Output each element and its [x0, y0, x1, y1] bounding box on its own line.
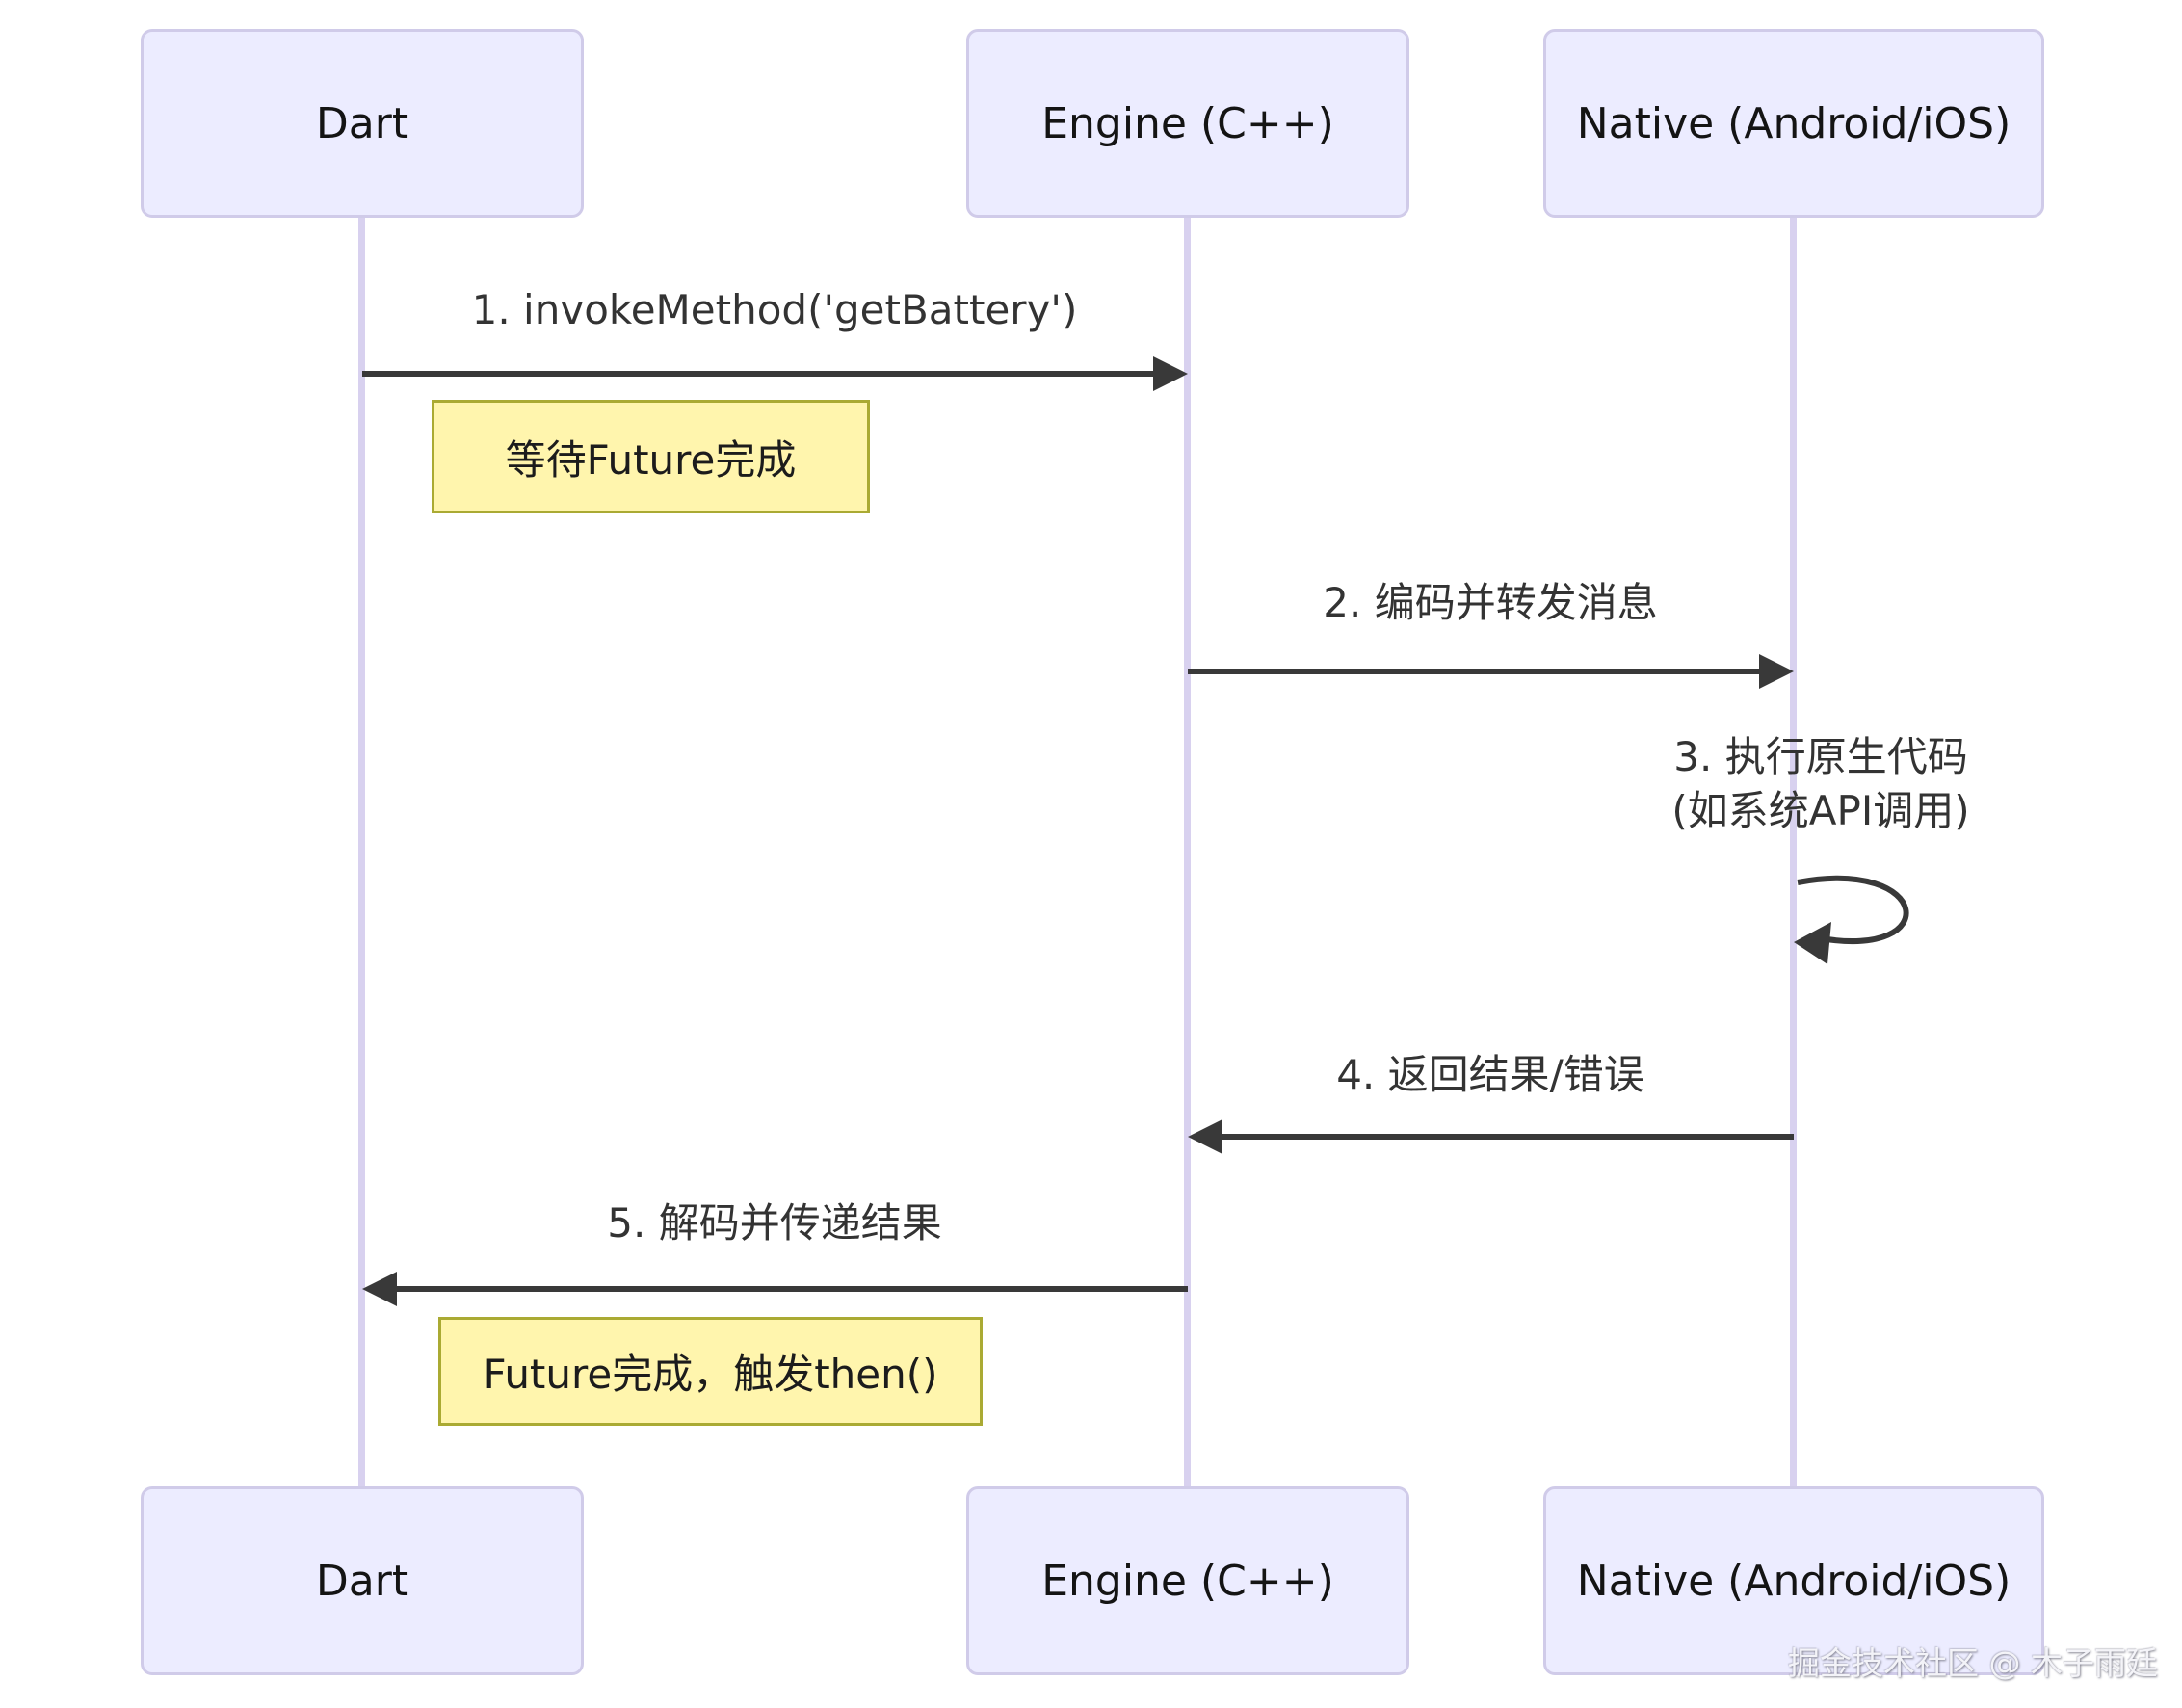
participant-native-bottom: Native (Android/iOS)	[1543, 1486, 2044, 1675]
watermark: 掘金技术社区 @ 木子雨廷	[1788, 1644, 2158, 1682]
message-5-label: 5. 解码并传递结果	[607, 1199, 942, 1247]
note-wait-future: 等待Future完成	[432, 400, 870, 513]
participant-engine-label: Engine (C++)	[1041, 98, 1334, 148]
note-wait-future-text: 等待Future完成	[505, 435, 797, 484]
lifeline-native	[1790, 218, 1797, 1486]
message-1-label: 1. invokeMethod('getBattery')	[471, 286, 1078, 333]
participant-native-label: Native (Android/iOS)	[1576, 1556, 2011, 1606]
message-1-arrowhead	[1153, 356, 1188, 391]
participant-engine-label: Engine (C++)	[1041, 1556, 1334, 1606]
participant-dart-bottom: Dart	[141, 1486, 584, 1675]
message-3-arrowhead	[1794, 922, 1831, 964]
message-5-arrowhead	[362, 1272, 397, 1306]
participant-dart-label: Dart	[315, 98, 409, 148]
message-3-label-line2: (如系统API调用)	[1671, 787, 1970, 834]
participant-native-label: Native (Android/iOS)	[1576, 98, 2011, 148]
lifeline-engine	[1184, 218, 1191, 1486]
message-4-arrowhead	[1188, 1119, 1222, 1154]
message-2-arrowhead	[1759, 654, 1794, 689]
note-future-complete: Future完成，触发then()	[438, 1317, 983, 1426]
participant-dart-label: Dart	[315, 1556, 409, 1606]
participant-engine-top: Engine (C++)	[966, 29, 1409, 218]
participant-native-top: Native (Android/iOS)	[1543, 29, 2044, 218]
message-2-label: 2. 编码并转发消息	[1323, 579, 1658, 626]
message-3-self-loop	[1797, 875, 1909, 945]
note-future-complete-text: Future完成，触发then()	[483, 1351, 938, 1398]
message-3-label: 3. 执行原生代码 (如系统API调用)	[1484, 730, 2158, 838]
participant-dart-top: Dart	[141, 29, 584, 218]
lifeline-dart	[358, 218, 365, 1486]
participant-engine-bottom: Engine (C++)	[966, 1486, 1409, 1675]
message-3-label-line1: 3. 执行原生代码	[1673, 733, 1968, 780]
message-4-label: 4. 返回结果/错误	[1336, 1051, 1644, 1098]
